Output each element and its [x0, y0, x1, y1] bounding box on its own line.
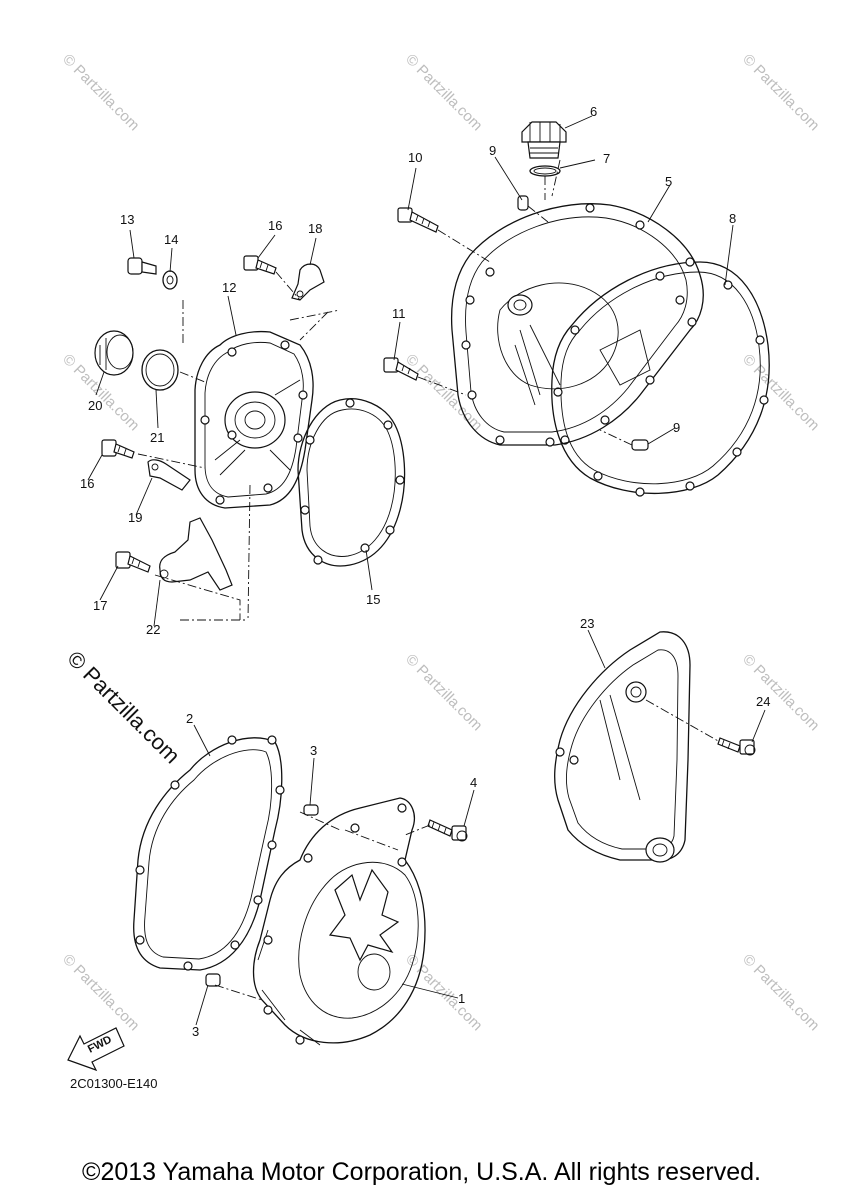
callout-20: 20 [88, 398, 102, 413]
callout-4: 4 [470, 775, 477, 790]
pickup-cover-12-rim [204, 341, 304, 498]
gasket-15 [297, 398, 406, 567]
gasket-8-holes [553, 271, 769, 497]
callout-21: 21 [150, 430, 164, 445]
callout-3-upper: 3 [310, 743, 317, 758]
callout-3-lower: 3 [192, 1024, 199, 1039]
sprocket-cover-boss [625, 681, 647, 703]
callout-18: 18 [308, 221, 322, 236]
callout-15: 15 [366, 592, 380, 607]
diagram-code: 2C01300-E140 [70, 1076, 157, 1091]
callout-16-upper: 16 [268, 218, 282, 233]
dowel-pin-9-lower [631, 439, 649, 451]
callout-10: 10 [408, 150, 422, 165]
callout-9-lower: 9 [673, 420, 680, 435]
exploded-parts-diagram: © Partzilla.com © Partzilla.com © Partzi… [59, 51, 822, 1091]
watermark: © Partzilla.com [59, 51, 142, 134]
watermark: © Partzilla.com [402, 651, 485, 734]
callout-12: 12 [222, 280, 236, 295]
gasket-15-holes [300, 398, 405, 565]
callout-17: 17 [93, 598, 107, 613]
clamp-19 [147, 459, 191, 491]
copyright-notice: ©2013 Yamaha Motor Corporation, U.S.A. A… [82, 1158, 761, 1186]
callout-5: 5 [665, 174, 672, 189]
watermark: © Partzilla.com [59, 951, 142, 1034]
dowel-pin-9-upper [517, 195, 529, 211]
clamp-18 [291, 263, 325, 301]
callout-16-lower: 16 [80, 476, 94, 491]
oil-filler-cap-6 [521, 121, 567, 159]
callout-13: 13 [120, 212, 134, 227]
watermark-layer: © Partzilla.com © Partzilla.com © Partzi… [59, 51, 822, 1034]
crankcase-cover-group [383, 121, 770, 497]
watermark: © Partzilla.com [739, 351, 822, 434]
pickup-cover-group [94, 255, 406, 621]
cover-5-holes [461, 203, 697, 447]
callout-6: 6 [590, 104, 597, 119]
bolt-17 [115, 551, 151, 573]
watermark: © Partzilla.com [739, 51, 822, 134]
callout-24: 24 [756, 694, 770, 709]
callout-22: 22 [146, 622, 160, 637]
callout-1: 1 [458, 991, 465, 1006]
bolt-13 [127, 257, 157, 275]
watermark: © Partzilla.com [402, 51, 485, 134]
sprocket-cover-collar [645, 837, 675, 863]
watermark: © Partzilla.com [739, 651, 822, 734]
callout-11: 11 [392, 306, 406, 321]
callout-7: 7 [603, 151, 610, 166]
o-ring-21 [141, 349, 179, 391]
pickup-cover-12 [194, 330, 314, 509]
callout-19: 19 [128, 510, 142, 525]
generator-cover-1 [252, 797, 426, 1044]
generator-cover-group [133, 735, 468, 1046]
fwd-arrow: FWD [67, 1027, 125, 1072]
guide-22 [159, 517, 233, 591]
leader-lines [87, 115, 766, 1026]
bolt-16-lower [101, 439, 135, 459]
watermark: © Partzilla.com [402, 951, 485, 1034]
fwd-arrow-icon [67, 1027, 125, 1072]
generator-cover-cap [357, 953, 391, 991]
generator-cover-ribs [328, 868, 400, 962]
gasket-2 [133, 737, 283, 971]
sprocket-cover-group [554, 631, 756, 863]
pickup-cover-12-holes [200, 340, 308, 505]
callout-8: 8 [729, 211, 736, 226]
bolt-10 [397, 207, 439, 233]
callout-9-upper: 9 [489, 143, 496, 158]
o-ring-7 [529, 165, 561, 177]
bolt-16-upper [243, 255, 277, 275]
watermark: © Partzilla.com [739, 951, 822, 1034]
dowel-pin-3-upper [303, 804, 319, 816]
generator-cover-1-holes [263, 803, 407, 1045]
plug-20 [94, 330, 134, 376]
sprocket-cover-23 [554, 631, 691, 861]
crankcase-cover-5-rim [465, 216, 688, 433]
callout-14: 14 [164, 232, 178, 247]
gasket-8-inner [560, 271, 761, 485]
partzilla-watermark: © Partzilla.com [62, 646, 185, 769]
callout-2: 2 [186, 711, 193, 726]
callout-labels: 6 7 5 8 9 9 10 11 12 13 14 15 16 16 17 1… [80, 104, 770, 1039]
pickup-cover-boss [224, 391, 286, 449]
washer-14 [162, 270, 178, 290]
crankcase-cover-5 [450, 203, 704, 446]
gasket-8 [551, 261, 770, 495]
dowel-pin-3-lower [205, 973, 221, 987]
bolt-4 [427, 819, 468, 842]
callout-23: 23 [580, 616, 594, 631]
cover-5-boss [507, 294, 533, 316]
bolt-24 [717, 737, 756, 756]
gasket-2-holes [135, 735, 285, 971]
bolt-11 [383, 357, 419, 381]
